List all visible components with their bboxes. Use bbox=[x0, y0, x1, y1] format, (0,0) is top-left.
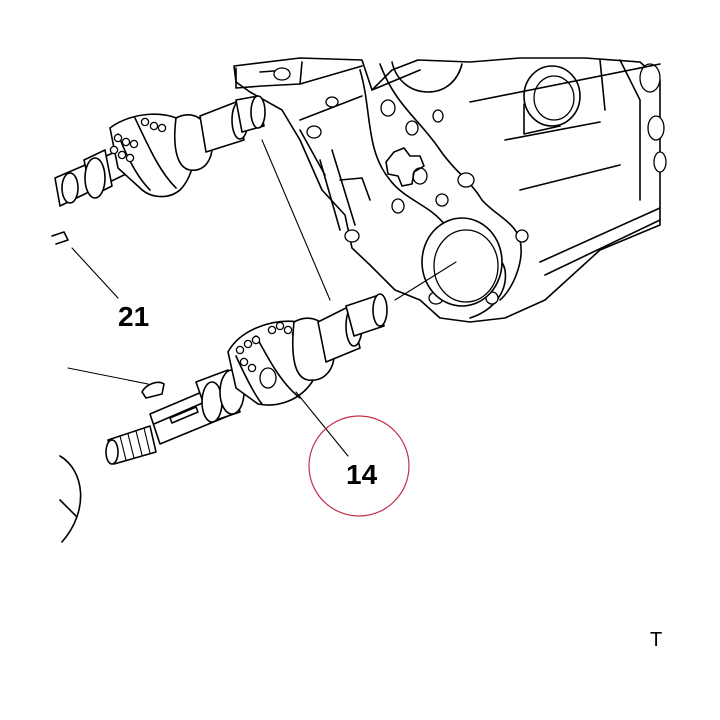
highlight-circle bbox=[308, 415, 410, 517]
bracket-fragment bbox=[51, 231, 69, 245]
woodruff-key bbox=[141, 381, 165, 399]
callout-label-upper: 21 bbox=[118, 301, 149, 332]
corner-mark: T bbox=[650, 629, 662, 651]
leader-lines bbox=[67, 139, 457, 457]
lower-camshaft bbox=[105, 293, 388, 465]
upper-camshaft bbox=[54, 95, 266, 207]
engine-block bbox=[233, 57, 667, 323]
callout-label-lower: 14 bbox=[346, 459, 378, 490]
pulley-edge bbox=[59, 455, 82, 543]
